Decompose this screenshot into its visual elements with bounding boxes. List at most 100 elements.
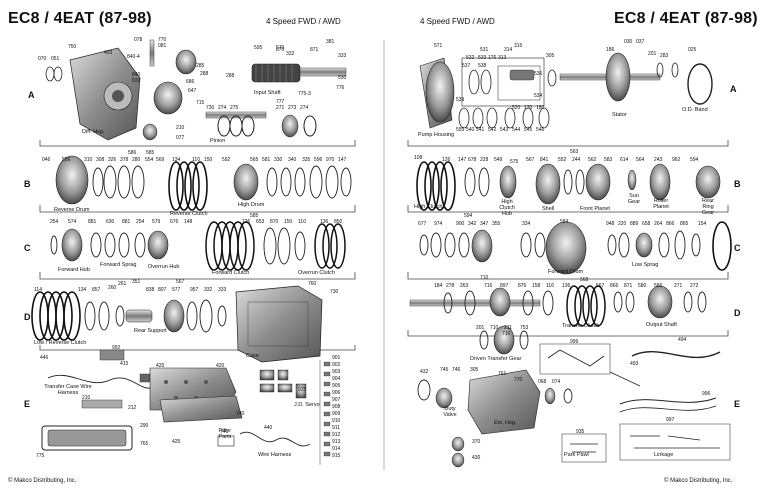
caption-ext-hsg: Ext. Hsg.	[494, 420, 517, 426]
callout: 761	[498, 371, 507, 377]
callout: 900	[456, 221, 465, 227]
caption-forward-clutch: Forward Clutch	[212, 270, 250, 276]
callout: 710	[480, 275, 489, 281]
callout: 546	[536, 127, 545, 133]
callout: 154	[698, 221, 707, 227]
caption-linkage: Linkage	[654, 452, 674, 458]
caption-forward-sprag: Forward Sprag	[100, 262, 137, 268]
callout: 549	[494, 157, 503, 163]
row-a-left-art	[45, 39, 347, 141]
callout: 147	[458, 157, 467, 163]
callout: 992	[112, 345, 121, 351]
callout: 355	[492, 221, 501, 227]
callout: 555	[456, 127, 465, 133]
caption-overrun-hub: Overrun Hub	[148, 264, 180, 270]
callout: 841	[540, 157, 549, 163]
callout: 532	[466, 55, 475, 61]
caption-sun-gear: Sun Gear	[627, 193, 641, 205]
callout: 913	[332, 439, 341, 445]
callout: 541	[476, 127, 485, 133]
page-subtitle-right: 4 Speed FWD / AWD	[420, 17, 495, 26]
caption-front-planet: Front Planet	[580, 206, 610, 212]
row-label-a-left: A	[28, 90, 35, 100]
callout: 037	[636, 39, 645, 45]
callout: 243	[654, 157, 663, 163]
callout: 494	[678, 337, 687, 343]
callout: 030	[624, 39, 633, 45]
callout: 574	[68, 219, 77, 225]
caption-output-shaft: Output Shaft	[646, 322, 677, 328]
callout: 290	[140, 423, 149, 429]
callout: 658	[642, 221, 651, 227]
callout: 740	[236, 411, 245, 417]
callout: 271	[674, 283, 683, 289]
callout: 211	[504, 325, 512, 331]
callout: 201	[648, 51, 657, 57]
caption-high-drum: High Drum	[238, 202, 265, 208]
callout: 570	[276, 45, 285, 51]
callout: 186	[606, 47, 615, 53]
callout: 715	[196, 100, 205, 106]
callout: 381	[326, 39, 335, 45]
copyright-right: © Makco Distributing, Inc.	[664, 478, 733, 484]
callout: 070	[38, 56, 47, 62]
callout: 271	[276, 105, 285, 111]
callout: 403	[104, 50, 113, 56]
callout: 126	[442, 157, 451, 163]
callout: 556	[62, 157, 71, 163]
callout: 170	[524, 105, 533, 111]
row-c-right-art	[419, 221, 732, 275]
callout: 905	[332, 383, 341, 389]
caption-wire-harness: Wire Harness	[258, 452, 292, 458]
callout: 915	[332, 453, 341, 459]
callout: 840-4	[127, 54, 140, 60]
callout: 581	[262, 157, 271, 163]
callout: 999	[570, 339, 579, 345]
callout: 912	[332, 432, 341, 438]
callout: 136	[562, 283, 571, 289]
caption-shell: Shell	[542, 206, 555, 212]
callout: 584	[560, 219, 569, 225]
callout: 775	[36, 453, 45, 459]
callout: 114	[34, 287, 42, 293]
callout: 776	[336, 85, 345, 91]
callout: 378	[120, 157, 129, 163]
callout: 575	[510, 159, 519, 165]
callout: 340	[288, 157, 297, 163]
right-half: 4 Speed FWD / AWD EC8 / 4EAT (87-98) © M…	[384, 0, 768, 497]
callout: 594	[464, 213, 473, 219]
callout: 347	[480, 221, 489, 227]
callout: 677	[418, 221, 427, 227]
callout: 876	[518, 283, 527, 289]
row-label-e-left: E	[24, 399, 31, 409]
caption-filter-parts: Filter Parts	[218, 428, 232, 440]
callout: 730	[330, 289, 339, 295]
callout: 580	[638, 283, 647, 289]
callout: 903	[332, 369, 341, 375]
callout: 446	[40, 355, 49, 361]
callout: 264	[654, 221, 663, 227]
row-d-left-art	[31, 285, 323, 363]
callout: 745	[440, 367, 449, 373]
row-label-a-right: A	[730, 84, 737, 94]
callout: 440	[264, 425, 273, 431]
callout: 577	[172, 287, 181, 293]
callout: 897	[500, 283, 509, 289]
callout: 881	[88, 219, 97, 225]
page-title-right: EC8 / 4EAT (87-98)	[614, 10, 758, 27]
callout: 676	[170, 219, 179, 225]
row-label-b-right: B	[734, 179, 741, 189]
callout: 567	[526, 157, 535, 163]
callout: 261	[118, 281, 127, 287]
callout: 889	[630, 221, 639, 227]
caption-reverse-drum: Reverse Drum	[54, 207, 90, 213]
callout: 750	[68, 44, 77, 50]
caption-low-reverse-clutch: Low / Reverse Clutch	[34, 340, 87, 346]
callout: 914	[332, 446, 341, 452]
callout: 430	[472, 455, 481, 461]
callout: 342	[468, 221, 477, 227]
callout: 254	[50, 219, 59, 225]
caption-driven-transfer-gear: Driven Transfer Gear	[470, 356, 522, 362]
caption-park-pawl: Park Pawl	[564, 452, 589, 458]
